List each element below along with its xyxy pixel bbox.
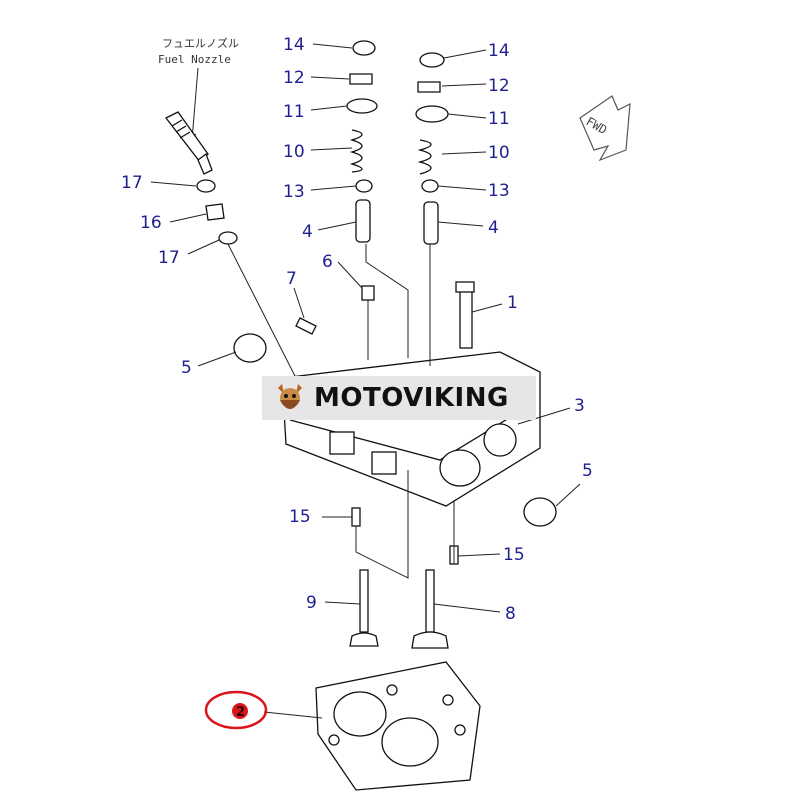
part-12-left (349, 73, 373, 85)
part-14-left (352, 40, 376, 56)
part-4-right (423, 201, 439, 245)
right-valve-stack (415, 52, 449, 245)
part-11-right (415, 105, 449, 123)
callout-4-right: 4 (488, 218, 499, 238)
callout-14-right: 14 (488, 41, 510, 61)
part-16 (205, 203, 225, 221)
part-17-bottom (218, 231, 238, 245)
callout-8: 8 (505, 604, 516, 624)
left-valve-stack (346, 40, 378, 243)
part-7 (295, 317, 317, 335)
part-13-left (355, 179, 373, 193)
fuel-nozzle-arrow (191, 67, 199, 141)
callout-15-right: 15 (503, 545, 525, 565)
part-6 (361, 285, 375, 301)
callout-15-left: 15 (289, 507, 311, 527)
callout-10-left: 10 (283, 142, 305, 162)
callout-14-left: 14 (283, 35, 305, 55)
part-9-valve (349, 569, 379, 647)
leader-lines (150, 43, 581, 719)
part-1-head (455, 281, 475, 293)
callout-12-right: 12 (488, 76, 510, 96)
part-5-left (233, 333, 267, 363)
callout-16: 16 (140, 213, 162, 233)
viking-mascot-icon (278, 384, 302, 409)
callout-17-top: 17 (121, 173, 143, 193)
part-8-valve (411, 569, 449, 649)
part-4-left (355, 199, 371, 243)
callout-12-left: 12 (283, 68, 305, 88)
part-12-right (417, 81, 441, 93)
callout-3: 3 (574, 396, 585, 416)
part-13-right (421, 179, 439, 193)
callout-5-left: 5 (181, 358, 192, 378)
callout-9: 9 (306, 593, 317, 613)
callout-5-right: 5 (582, 461, 593, 481)
callout-11-left: 11 (283, 102, 305, 122)
callout-2-highlight: 2 (204, 690, 268, 730)
part-10-left (349, 129, 363, 173)
callout-17-bottom: 17 (158, 248, 180, 268)
fuel-nozzle-label-jp: フュエルノズル (162, 36, 239, 50)
fuel-nozzle-label-en: Fuel Nozzle (158, 53, 231, 66)
part-15-left (351, 507, 361, 527)
callout-6: 6 (322, 252, 333, 272)
part-10-right (417, 139, 432, 175)
part-14-right (419, 52, 445, 68)
callout-11-right: 11 (488, 109, 510, 129)
part-5-right (523, 497, 557, 527)
part-1 (459, 287, 473, 349)
callout-7: 7 (286, 269, 297, 289)
callout-1: 1 (507, 293, 518, 313)
part-11-left (346, 98, 378, 114)
part-17-top (196, 179, 216, 193)
fuel-nozzle-part (165, 111, 213, 175)
callout-13-left: 13 (283, 182, 305, 202)
callout-2: 2 (236, 705, 245, 720)
motoviking-watermark: MOTOVIKING (262, 376, 536, 420)
watermark-text: MOTOVIKING (314, 383, 509, 413)
head-gasket (315, 661, 481, 791)
fwd-arrow: FWD (579, 95, 631, 162)
callout-13-right: 13 (488, 181, 510, 201)
callout-4-left: 4 (302, 222, 313, 242)
callout-10-right: 10 (488, 143, 510, 163)
